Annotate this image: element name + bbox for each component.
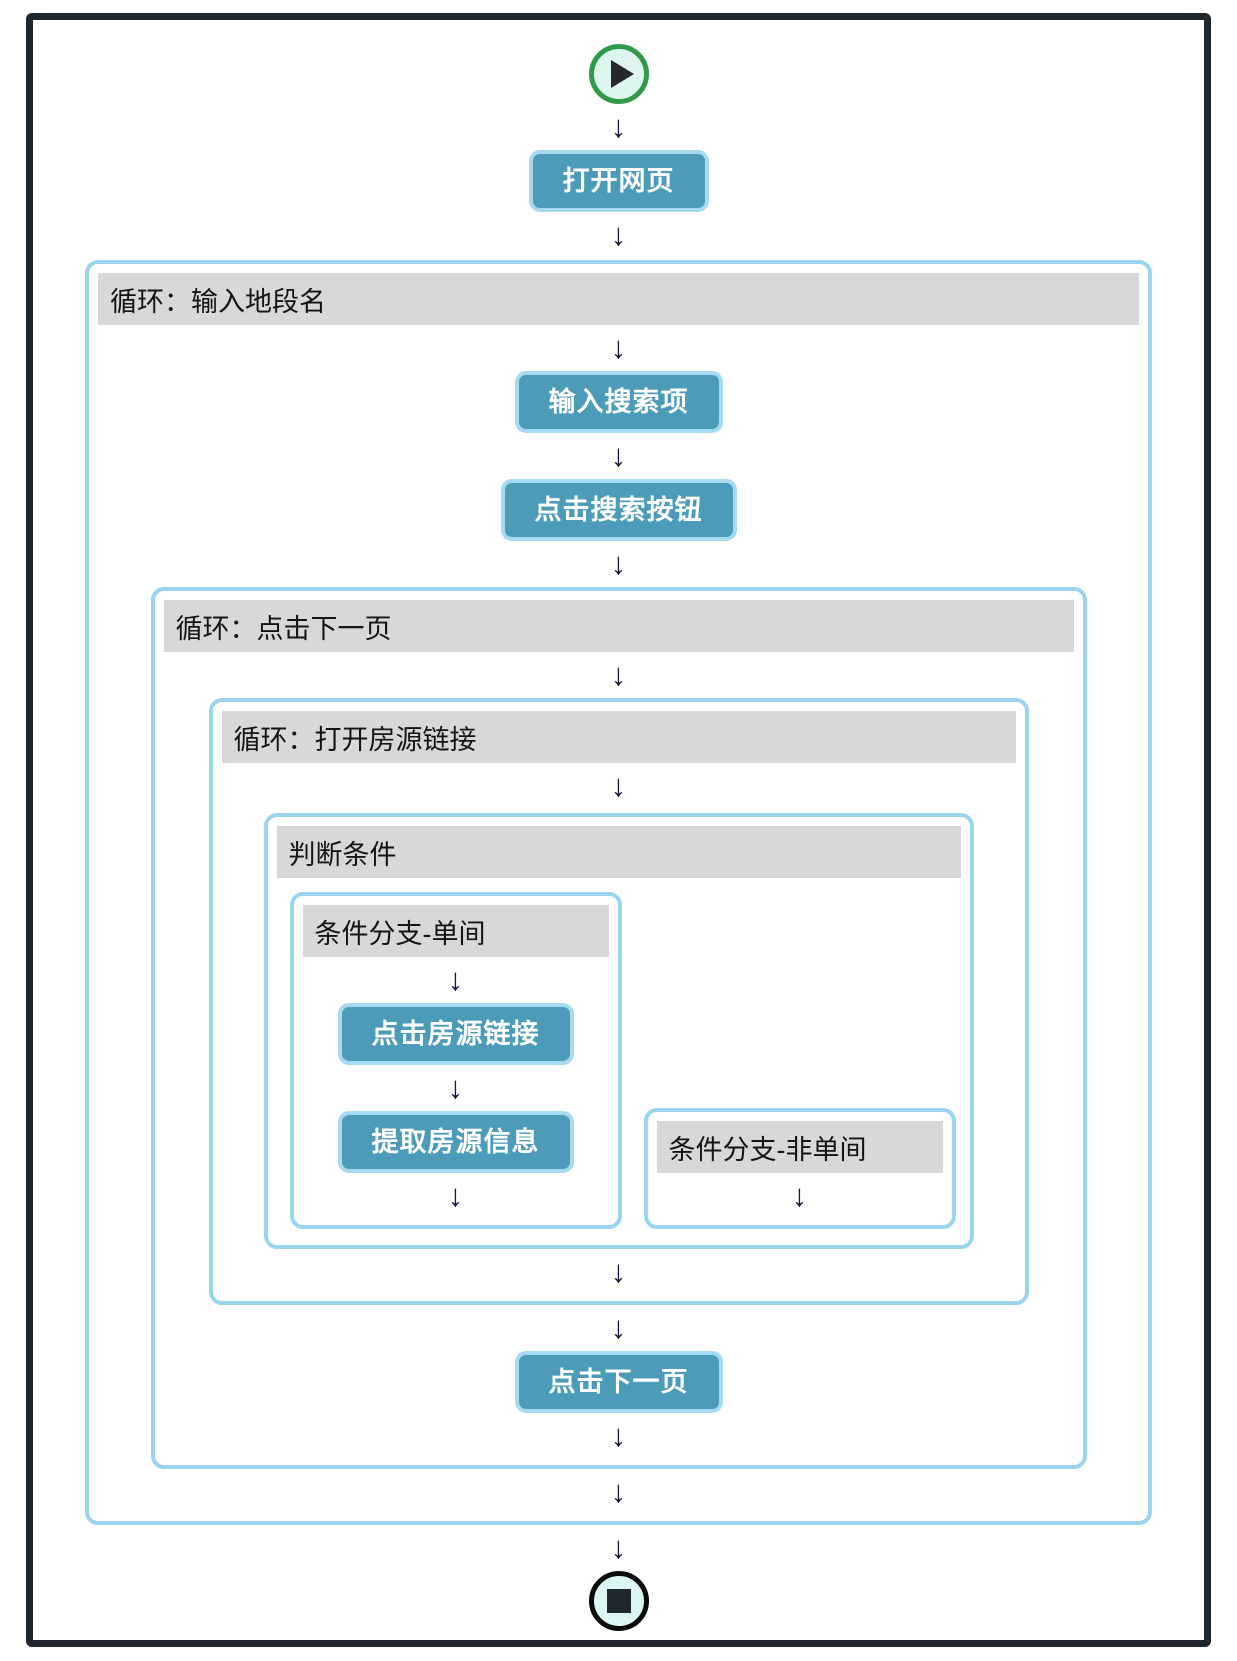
loop-click-next-page[interactable]: 循环：点击下一页 ↓ 循环：打开房源链接 ↓ 判断条件 条件分: [150, 587, 1087, 1469]
arrow-down-icon: ↓: [610, 657, 627, 692]
loop-open-listing-links-header[interactable]: 循环：打开房源链接: [221, 711, 1016, 763]
arrow-down-icon: ↓: [610, 109, 627, 144]
step-click-listing-link[interactable]: 点击房源链接: [337, 1003, 574, 1065]
arrow-down-icon: ↓: [610, 1530, 627, 1565]
arrow-down-icon: ↓: [447, 1070, 464, 1105]
step-input-search[interactable]: 输入搜索项: [514, 371, 723, 433]
arrow-down-icon: ↓: [610, 1254, 627, 1289]
step-open-webpage[interactable]: 打开网页: [528, 150, 709, 212]
condition-container[interactable]: 判断条件 条件分支-单间 ↓ 点击房源链接 ↓ 提取房源信息 ↓: [263, 813, 974, 1249]
arrow-down-icon: ↓: [447, 962, 464, 997]
branch-single-room-header[interactable]: 条件分支-单间: [302, 905, 609, 957]
branch-non-single-room[interactable]: 条件分支-非单间 ↓: [643, 1108, 956, 1229]
arrow-down-icon: ↓: [610, 438, 627, 473]
branch-single-room[interactable]: 条件分支-单间 ↓ 点击房源链接 ↓ 提取房源信息 ↓: [289, 892, 622, 1229]
play-icon: [610, 60, 634, 88]
arrow-down-icon: ↓: [791, 1178, 808, 1213]
arrow-down-icon: ↓: [610, 546, 627, 581]
workflow-canvas: ↓ 打开网页 ↓ 循环：输入地段名 ↓ 输入搜索项 ↓ 点击搜索按钮 ↓ 循环：…: [26, 13, 1211, 1647]
arrow-down-icon: ↓: [610, 1474, 627, 1509]
arrow-down-icon: ↓: [610, 1418, 627, 1453]
step-click-search-button[interactable]: 点击搜索按钮: [500, 479, 737, 541]
loop-input-area-name-header[interactable]: 循环：输入地段名: [98, 273, 1139, 325]
arrow-down-icon: ↓: [610, 217, 627, 252]
start-node[interactable]: [588, 44, 649, 104]
loop-click-next-page-header[interactable]: 循环：点击下一页: [163, 600, 1074, 652]
arrow-down-icon: ↓: [610, 768, 627, 803]
stop-icon: [606, 1589, 631, 1613]
condition-header[interactable]: 判断条件: [276, 826, 961, 878]
flow-column: ↓ 打开网页 ↓ 循环：输入地段名 ↓ 输入搜索项 ↓ 点击搜索按钮 ↓ 循环：…: [33, 20, 1204, 1631]
loop-input-area-name[interactable]: 循环：输入地段名 ↓ 输入搜索项 ↓ 点击搜索按钮 ↓ 循环：点击下一页 ↓ 循…: [85, 260, 1152, 1525]
branch-non-single-room-header[interactable]: 条件分支-非单间: [656, 1121, 943, 1173]
loop-open-listing-links[interactable]: 循环：打开房源链接 ↓ 判断条件 条件分支-单间 ↓ 点击房源链接: [208, 698, 1029, 1305]
arrow-down-icon: ↓: [610, 1310, 627, 1345]
condition-branches-row: 条件分支-单间 ↓ 点击房源链接 ↓ 提取房源信息 ↓ 条件分支-非单: [268, 878, 970, 1245]
arrow-down-icon: ↓: [610, 330, 627, 365]
step-extract-listing-info[interactable]: 提取房源信息: [337, 1111, 574, 1173]
end-node[interactable]: [588, 1571, 649, 1631]
step-click-next-page[interactable]: 点击下一页: [514, 1351, 723, 1413]
arrow-down-icon: ↓: [447, 1178, 464, 1213]
